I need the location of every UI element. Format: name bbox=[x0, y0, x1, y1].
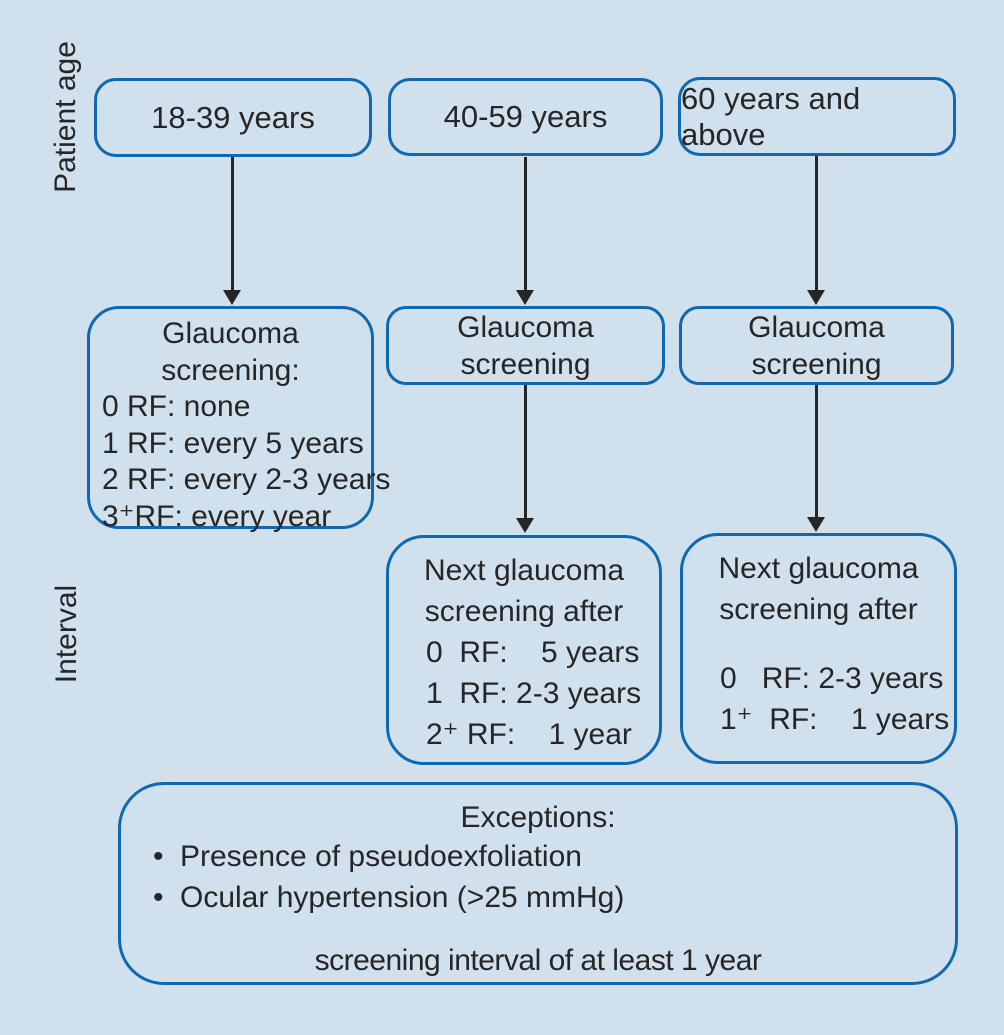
arrowhead-60-above-to-screening bbox=[807, 290, 825, 305]
arrowhead-60-above-to-interval bbox=[807, 517, 825, 532]
interval-title-line: Next glaucoma bbox=[718, 552, 919, 585]
age-box-40-59-label: 40-59 years bbox=[443, 99, 608, 134]
bullet-icon: • bbox=[153, 881, 164, 914]
exception-item: • Ocular hypertension (>25 mmHg) bbox=[121, 877, 955, 918]
arrowhead-40-59-to-screening bbox=[516, 290, 534, 305]
interval-title-line: screening after bbox=[719, 593, 918, 626]
screening-box-18-39: Glaucoma screening: 0 RF: none 1 RF: eve… bbox=[87, 306, 391, 533]
screening-title-line: Glaucoma bbox=[162, 317, 299, 350]
exceptions-footer: screening interval of at least 1 year bbox=[314, 944, 762, 977]
screening-title-line: screening bbox=[460, 347, 591, 381]
age-box-18-39: 18-39 years bbox=[94, 78, 372, 157]
interval-box-60-above: Next glaucoma screening after 0 RF: 2-3 … bbox=[680, 533, 957, 764]
age-box-60-above: 60 years and above bbox=[678, 77, 956, 156]
arrow-40-59-to-interval bbox=[524, 385, 527, 519]
rf-item: 1 RF: 2-3 years bbox=[426, 677, 642, 710]
rf-item: 3⁺RF: every year bbox=[102, 499, 332, 533]
interval-title-line: screening after bbox=[424, 595, 624, 628]
screening-box-60-above: Glaucoma screening bbox=[679, 306, 954, 385]
exception-item: • Presence of pseudoexfoliation bbox=[121, 836, 955, 877]
rf-item: 1 RF: every 5 years bbox=[102, 426, 364, 460]
arrowhead-40-59-to-interval bbox=[516, 518, 534, 533]
exceptions-title: Exceptions: bbox=[460, 801, 616, 834]
screening-title-line: Glaucoma bbox=[457, 310, 594, 344]
age-box-18-39-label: 18-39 years bbox=[151, 99, 315, 135]
rf-item: 2 RF: every 2-3 years bbox=[102, 463, 391, 496]
rf-item: 2⁺ RF: 1 year bbox=[426, 718, 632, 751]
age-box-40-59: 40-59 years bbox=[388, 78, 663, 156]
exceptions-box: Exceptions: • Presence of pseudoexfoliat… bbox=[118, 782, 958, 985]
exception-item-text: Ocular hypertension (>25 mmHg) bbox=[180, 881, 625, 914]
rf-item: 1⁺ RF: 1 years bbox=[720, 703, 950, 736]
arrow-18-39-to-screening bbox=[231, 157, 234, 291]
rf-item: 0 RF: 2-3 years bbox=[720, 662, 944, 695]
age-box-60-above-label: 60 years and above bbox=[681, 80, 861, 152]
interval-box-40-59: Next glaucoma screening after 0 RF: 5 ye… bbox=[386, 535, 662, 765]
interval-axis-label: Interval bbox=[50, 584, 83, 684]
exception-item-text: Presence of pseudoexfoliation bbox=[180, 840, 582, 873]
arrowhead-18-39-to-screening bbox=[223, 290, 241, 305]
patient-age-axis-label: Patient age bbox=[49, 41, 82, 193]
blank-line-spacer bbox=[683, 630, 954, 658]
rf-item: 0 RF: none bbox=[102, 390, 251, 423]
screening-title-line: Glaucoma bbox=[748, 310, 885, 344]
arrow-60-above-to-interval bbox=[815, 385, 818, 517]
bullet-icon: • bbox=[153, 840, 164, 873]
rf-item: 0 RF: 5 years bbox=[426, 636, 640, 669]
arrow-40-59-to-screening bbox=[524, 157, 527, 291]
interval-title-line: Next glaucoma bbox=[423, 554, 625, 587]
screening-title-line: screening bbox=[751, 347, 882, 381]
screening-title-line: screening: bbox=[161, 353, 300, 387]
arrow-60-above-to-screening bbox=[815, 156, 818, 291]
screening-box-40-59: Glaucoma screening bbox=[386, 306, 665, 385]
